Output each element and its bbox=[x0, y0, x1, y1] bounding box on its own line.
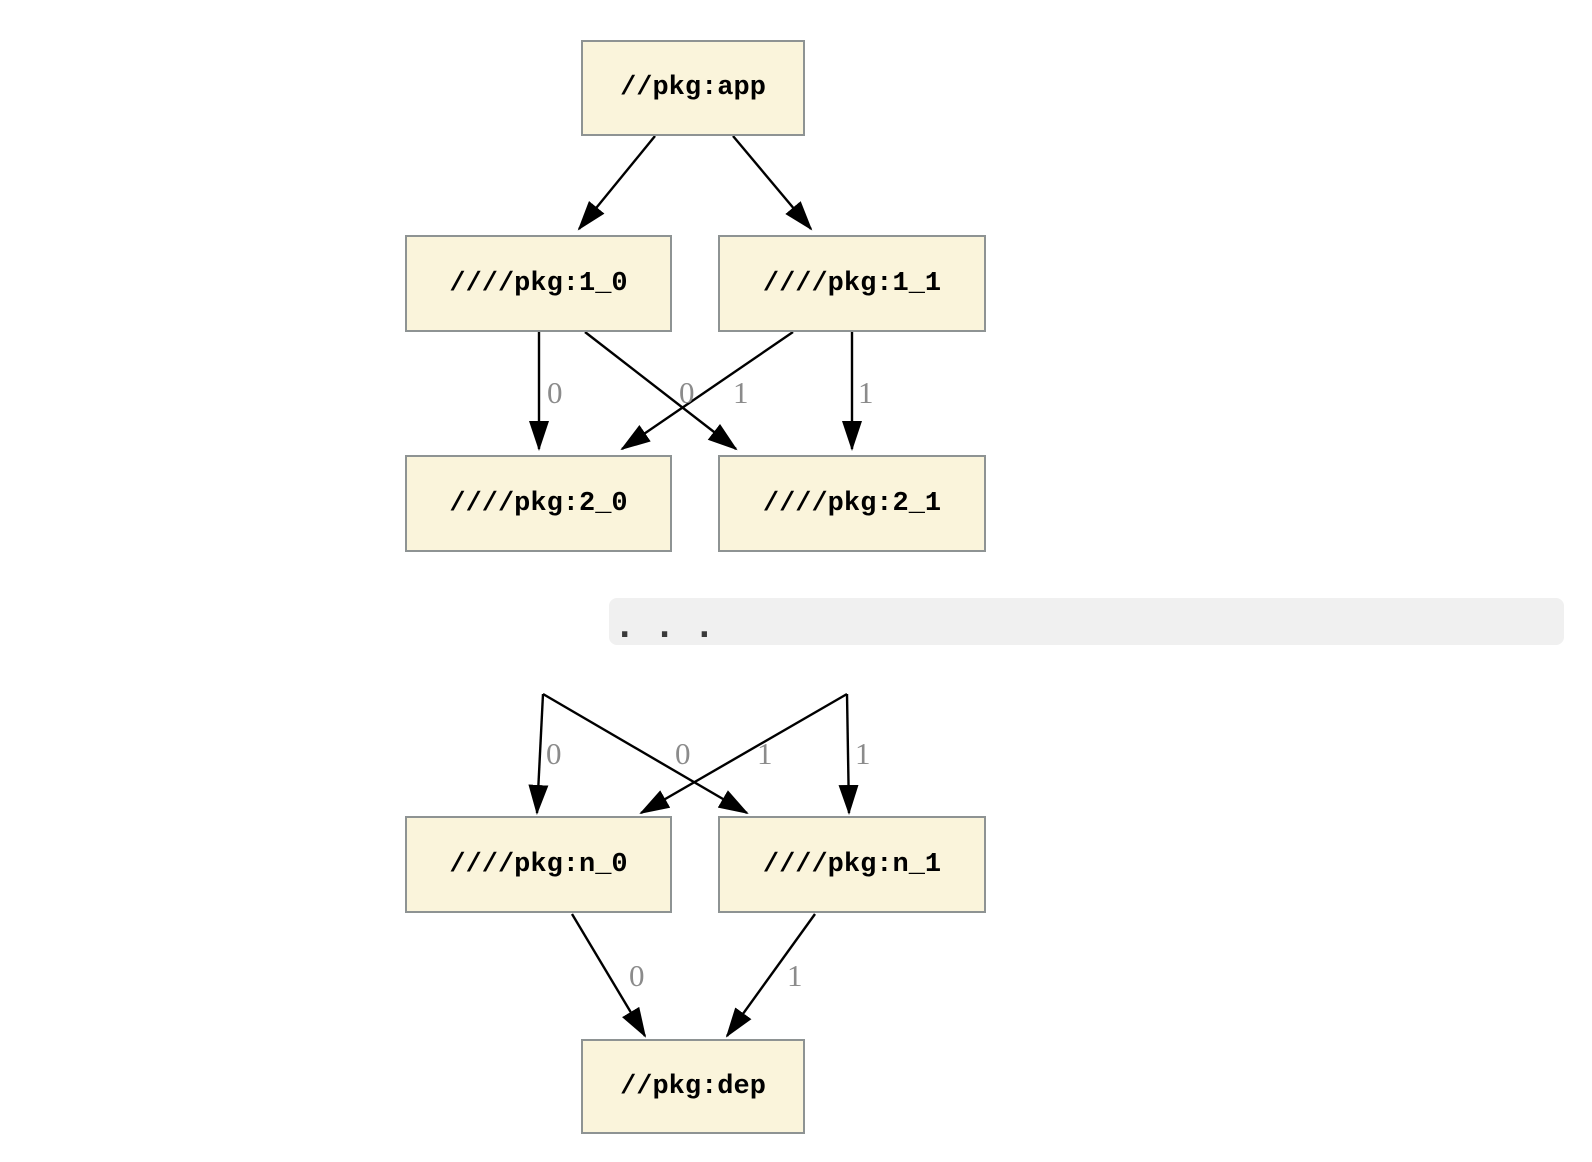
edge-app-to-1_1 bbox=[732, 135, 813, 231]
edge-ellipsis-to-n_0-cross bbox=[639, 692, 848, 815]
node-label: ////pkg:n_0 bbox=[449, 849, 628, 880]
node-pkg-n_1: ////pkg:n_1 bbox=[718, 816, 986, 913]
edge-label-ellipsis-n_0-cross: 0 bbox=[675, 736, 691, 771]
edge-1_0-to-2_1 bbox=[584, 331, 738, 451]
node-label: ////pkg:n_1 bbox=[762, 849, 942, 880]
edge-label-n_0-dep: 0 bbox=[629, 958, 645, 993]
node-label: ////pkg:1_1 bbox=[762, 268, 942, 299]
edge-n_0-to-dep bbox=[570, 913, 647, 1038]
node-label: ////pkg:2_0 bbox=[449, 488, 628, 519]
edge-ellipsis-to-n_1-cross bbox=[542, 692, 749, 815]
ellipsis-band: . . . bbox=[609, 598, 1564, 645]
edge-1_1-to-2_0 bbox=[620, 331, 794, 451]
edge-ellipsis-to-n_0-straight bbox=[528, 693, 549, 815]
edge-label-ellipsis-n_1-cross: 1 bbox=[757, 736, 773, 771]
node-pkg-n_0: ////pkg:n_0 bbox=[405, 816, 672, 913]
node-pkg-1_1: ////pkg:1_1 bbox=[718, 235, 986, 332]
edge-label-n_1-dep: 1 bbox=[787, 958, 803, 993]
node-pkg-2_1: ////pkg:2_1 bbox=[718, 455, 986, 552]
edge-label-1_0-2_1: 1 bbox=[733, 375, 749, 410]
edge-app-to-1_0 bbox=[577, 135, 656, 231]
node-label: ////pkg:1_0 bbox=[449, 268, 628, 299]
edge-label-ellipsis-n_1-straight: 1 bbox=[855, 736, 871, 771]
node-pkg-1_0: ////pkg:1_0 bbox=[405, 235, 672, 332]
node-label: //pkg:app bbox=[620, 73, 766, 103]
edge-ellipsis-to-n_1-straight bbox=[838, 693, 859, 815]
edge-label-1_0-2_0: 0 bbox=[547, 375, 563, 410]
edge-n_1-to-dep bbox=[725, 913, 816, 1038]
ellipsis-dots: . . . bbox=[619, 610, 720, 645]
edge-label-ellipsis-n_0-straight: 0 bbox=[546, 736, 562, 771]
node-pkg-2_0: ////pkg:2_0 bbox=[405, 455, 672, 552]
edge-label-1_1-2_0: 0 bbox=[679, 375, 695, 410]
node-pkg-app: //pkg:app bbox=[581, 40, 805, 136]
node-pkg-dep: //pkg:dep bbox=[581, 1039, 805, 1134]
node-label: ////pkg:2_1 bbox=[762, 488, 942, 519]
edge-label-1_1-2_1: 1 bbox=[858, 375, 874, 410]
node-label: //pkg:dep bbox=[620, 1071, 766, 1102]
